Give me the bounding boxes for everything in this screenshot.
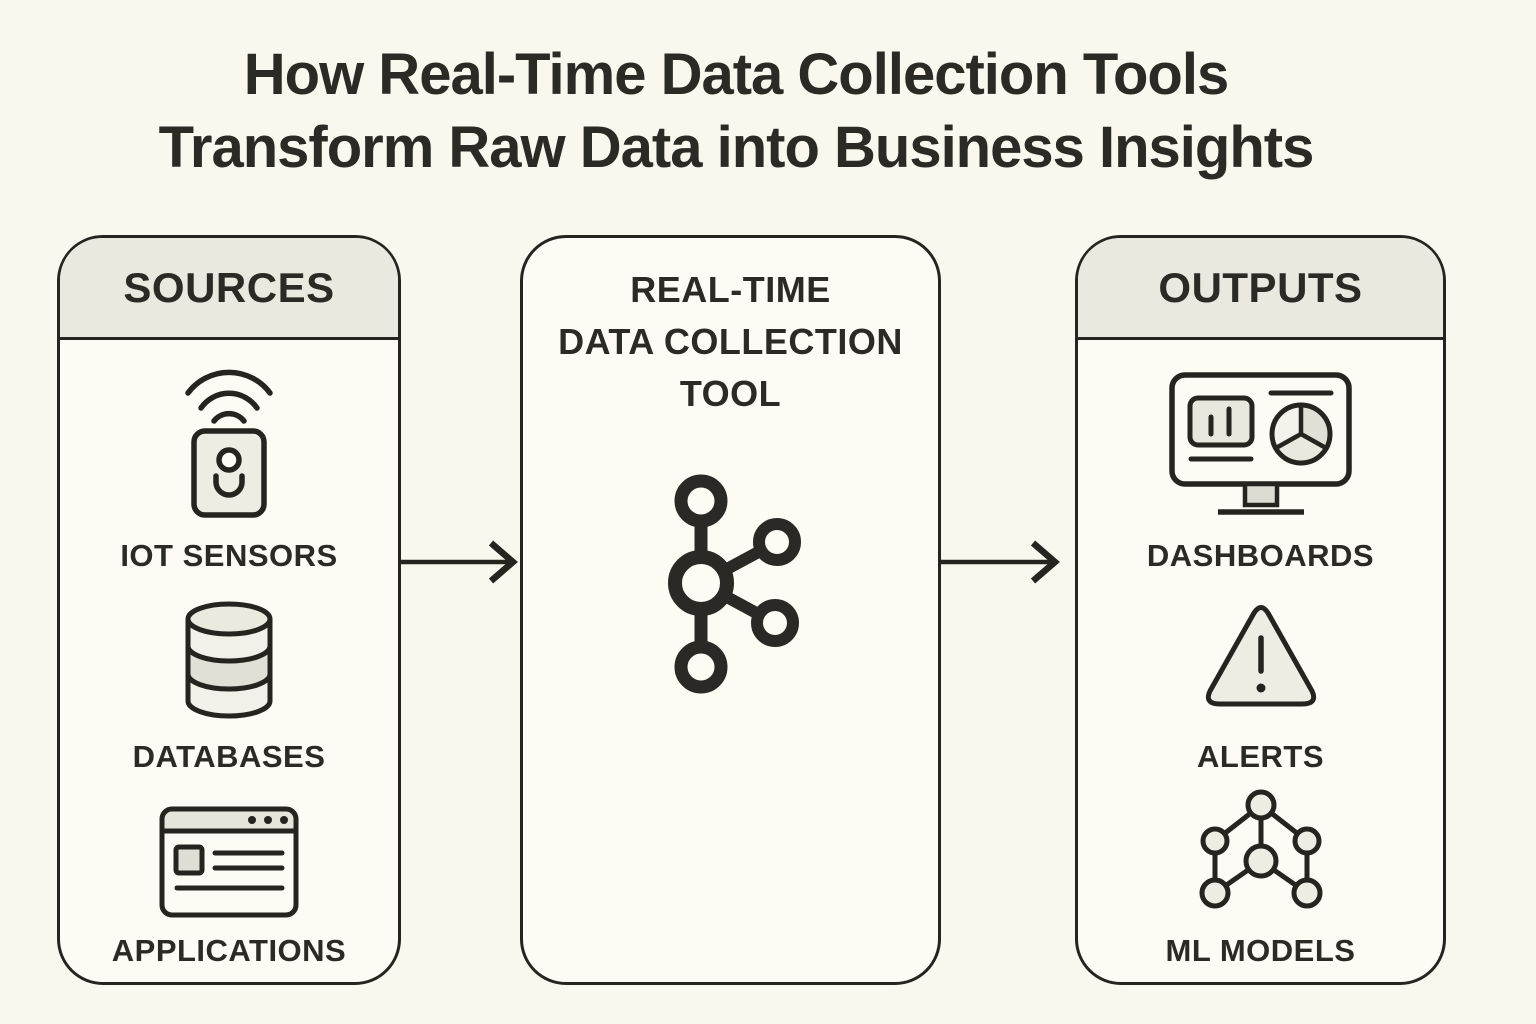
sources-panel-header: SOURCES bbox=[60, 238, 398, 340]
outputs-header-label: OUTPUTS bbox=[1158, 263, 1363, 311]
tool-title-line-1: REAL-TIME bbox=[630, 269, 831, 310]
dashboard-monitor-icon bbox=[1078, 371, 1443, 518]
title-line-2: Transform Raw Data into Business Insight… bbox=[158, 115, 1315, 180]
application-window-icon bbox=[60, 806, 398, 918]
flow-arrow-sources-to-tool-icon bbox=[399, 540, 523, 584]
dashboards-label: DASHBOARDS bbox=[1146, 538, 1375, 573]
page-title: How Real-Time Data Collection Tools Tran… bbox=[36, 38, 1436, 184]
applications-label: APPLICATIONS bbox=[111, 933, 347, 968]
tool-panel: REAL-TIME DATA COLLECTION TOOL bbox=[520, 235, 941, 985]
flow-arrow-tool-to-outputs-icon bbox=[941, 540, 1065, 584]
alerts-label: ALERTS bbox=[1197, 739, 1324, 774]
alert-triangle-icon bbox=[1078, 601, 1443, 716]
databases-label: DATABASES bbox=[132, 739, 326, 774]
sources-header-label: SOURCES bbox=[123, 263, 335, 311]
outputs-panel-header: OUTPUTS bbox=[1078, 238, 1443, 340]
kafka-stream-icon bbox=[666, 470, 806, 700]
tool-title-line-2: DATA COLLECTION bbox=[558, 321, 903, 362]
tool-title-line-3: TOOL bbox=[679, 373, 782, 414]
outputs-panel: OUTPUTS DASHBOARDS bbox=[1075, 235, 1446, 985]
iot-sensor-icon bbox=[60, 368, 398, 518]
title-line-1: How Real-Time Data Collection Tools bbox=[243, 42, 1229, 107]
iot-sensors-label: IOT SENSORS bbox=[120, 538, 338, 573]
sources-panel: SOURCES IOT SENSORS bbox=[57, 235, 401, 985]
database-icon bbox=[60, 598, 398, 722]
ml-models-label: ML MODELS bbox=[1165, 933, 1356, 968]
ml-network-icon bbox=[1078, 789, 1443, 914]
tool-panel-title: REAL-TIME DATA COLLECTION TOOL bbox=[523, 264, 938, 420]
